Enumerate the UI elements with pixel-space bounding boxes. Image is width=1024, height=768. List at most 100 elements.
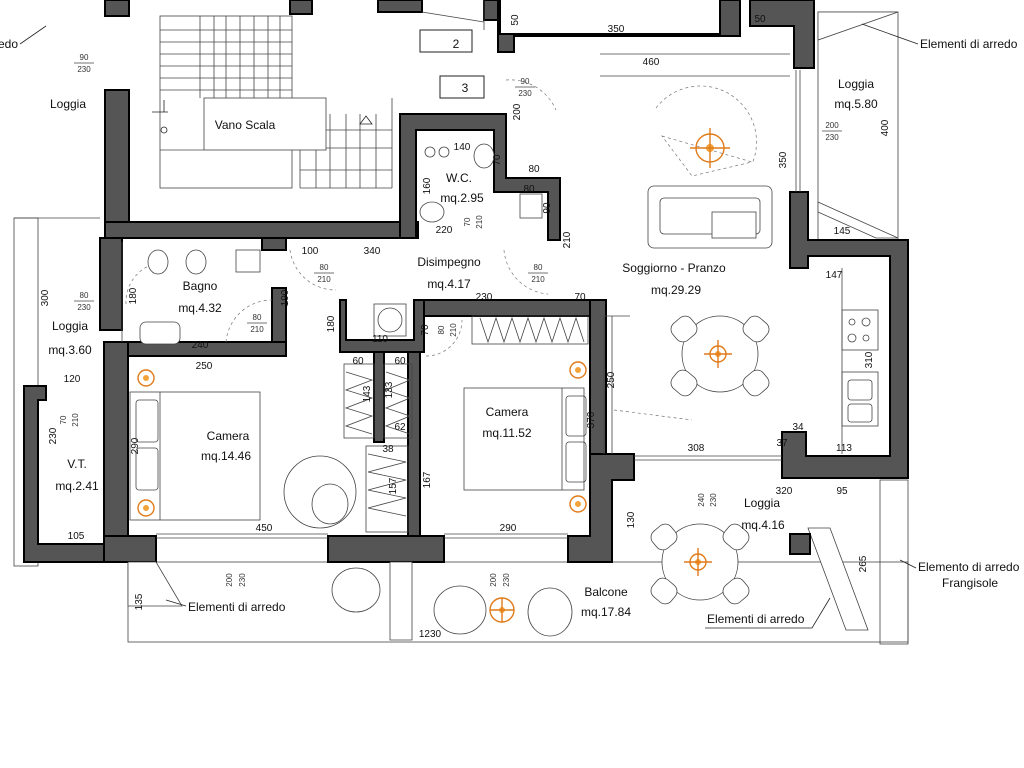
room-name-bedroom-right: Camera <box>486 405 529 419</box>
room-name-loggia-bottom-right: Loggia <box>744 496 780 510</box>
room-area-hallway: mq.4.17 <box>427 277 471 291</box>
room-area-loggia-bottom-right: mq.4.16 <box>741 518 785 532</box>
room-name-stairwell: Vano Scala <box>215 118 276 132</box>
wall-wc <box>399 113 561 241</box>
dim-110: 110 <box>372 334 388 345</box>
wall-bottom-left <box>103 535 157 563</box>
balcony-chairs <box>331 567 573 637</box>
wall-stair-topleft <box>104 0 130 17</box>
light-fixture-icon <box>704 340 732 368</box>
wall-camera2-rightlower <box>567 453 635 563</box>
door-dim-camera2-height: 210 <box>449 323 458 337</box>
callout-frangisole-line2: Frangisole <box>942 576 998 590</box>
dim-130: 130 <box>626 511 637 528</box>
kitchen-sink-icon <box>841 371 879 427</box>
light-fixture-icon <box>684 548 712 576</box>
bottom-right-terrace-outline <box>879 479 909 645</box>
dim-34: 34 <box>792 422 804 433</box>
dim-400: 400 <box>880 119 891 136</box>
door-dim-loggia-height: 230 <box>77 65 91 74</box>
dim-120: 120 <box>64 374 81 385</box>
door-dim-bath2-width: 80 <box>253 313 262 322</box>
toilet-icon <box>139 143 543 345</box>
dim-70-wc: 70 <box>492 154 503 166</box>
door-dim-stair-height: 230 <box>518 89 532 98</box>
room-name-loggia-top-right: Loggia <box>838 77 874 91</box>
door-dim-hall-width: 80 <box>320 263 329 272</box>
door-dim-living-height: 210 <box>531 275 545 284</box>
room-area-wc: mq.2.95 <box>440 191 484 205</box>
wardrobe-icon <box>343 315 589 533</box>
dim-160: 160 <box>422 177 433 194</box>
wall-bottom-mid <box>327 535 445 563</box>
dim-60-b: 60 <box>394 356 406 367</box>
kitchen-cooktop-icon <box>841 309 879 351</box>
dim-38: 38 <box>382 444 394 455</box>
door-dim-wc-width: 70 <box>463 217 472 226</box>
balcony-panel-mid <box>389 561 413 641</box>
room-name-bathroom: Bagno <box>183 279 218 293</box>
door-dim-loggia-bottom-width: 240 <box>697 493 706 507</box>
room-labels: Loggia Vano Scala W.C. mq.2.95 Disimpegn… <box>48 77 878 619</box>
room-name-loggia-top-left: Loggia <box>50 97 86 111</box>
room-area-loggia-top-right: mq.5.80 <box>834 97 878 111</box>
room-area-loggia-left: mq.3.60 <box>48 343 92 357</box>
wall-top-2 <box>289 0 313 15</box>
dim-147: 147 <box>826 270 843 281</box>
room-name-bedroom-left: Camera <box>207 429 250 443</box>
door-dim-loggia-top-right-width: 200 <box>825 121 839 130</box>
dim-1230: 1230 <box>419 629 442 640</box>
door-dim-living-width: 80 <box>534 263 543 272</box>
loggia-table-icon <box>650 523 811 605</box>
door-dim-vt-width: 70 <box>59 415 68 424</box>
door-dim-vt-height: 210 <box>71 413 80 427</box>
dim-143: 143 <box>362 385 373 402</box>
bed-icon-right <box>463 387 587 491</box>
door-dim-balcony-mid-height: 230 <box>502 573 511 587</box>
washbasin-icon <box>373 303 407 337</box>
dimension-labels: 50 350 50 460 400 350 200 140 70 80 80 9… <box>40 14 891 640</box>
callout-furniture-topright: Elementi di arredo <box>920 37 1018 51</box>
wall-left-mid <box>99 237 123 331</box>
wall-top-3 <box>377 0 423 13</box>
dim-180-bath: 180 <box>128 287 139 304</box>
dim-340: 340 <box>364 246 381 257</box>
wall-stair-bottom <box>104 221 419 239</box>
room-area-vt: mq.2.41 <box>55 479 99 493</box>
wall-top-right <box>749 0 815 69</box>
dim-80-wc1: 80 <box>528 164 540 175</box>
dim-70-camera: 70 <box>420 324 431 336</box>
dim-95: 95 <box>836 486 848 497</box>
dim-190: 190 <box>280 289 291 306</box>
dim-210: 210 <box>562 231 573 248</box>
room-area-balcony: mq.17.84 <box>581 605 631 619</box>
exterior-outlines <box>13 11 909 645</box>
room-name-wc: W.C. <box>446 171 472 185</box>
dim-290-bed: 290 <box>130 437 141 454</box>
dim-320: 320 <box>776 486 793 497</box>
room-area-bedroom-left: mq.14.46 <box>201 449 251 463</box>
dim-308: 308 <box>688 443 705 454</box>
furniture <box>129 143 879 637</box>
dim-250-bed: 250 <box>196 361 213 372</box>
dim-200: 200 <box>512 103 523 120</box>
stair-number-3: 3 <box>462 81 469 95</box>
door-dim-hall-height: 210 <box>317 275 331 284</box>
dim-460: 460 <box>643 57 660 68</box>
wall-bedroom-left <box>103 341 129 563</box>
room-area-living: mq.29.29 <box>651 283 701 297</box>
door-dim-loggia-bottom-height: 230 <box>709 493 718 507</box>
room-name-hallway: Disimpegno <box>417 255 481 269</box>
dim-105: 105 <box>68 531 85 542</box>
dim-37: 37 <box>776 438 788 449</box>
dim-60-a: 60 <box>352 356 364 367</box>
dim-350-living: 350 <box>778 151 789 168</box>
room-name-vt: V.T. <box>67 457 87 471</box>
dim-62: 62 <box>394 422 406 433</box>
dim-310: 310 <box>864 351 875 368</box>
dim-250-living: 250 <box>606 371 617 388</box>
callout-furniture-topleft: Elementi di arredo <box>0 37 18 51</box>
dim-113: 113 <box>836 443 852 454</box>
dim-135: 135 <box>134 593 145 610</box>
